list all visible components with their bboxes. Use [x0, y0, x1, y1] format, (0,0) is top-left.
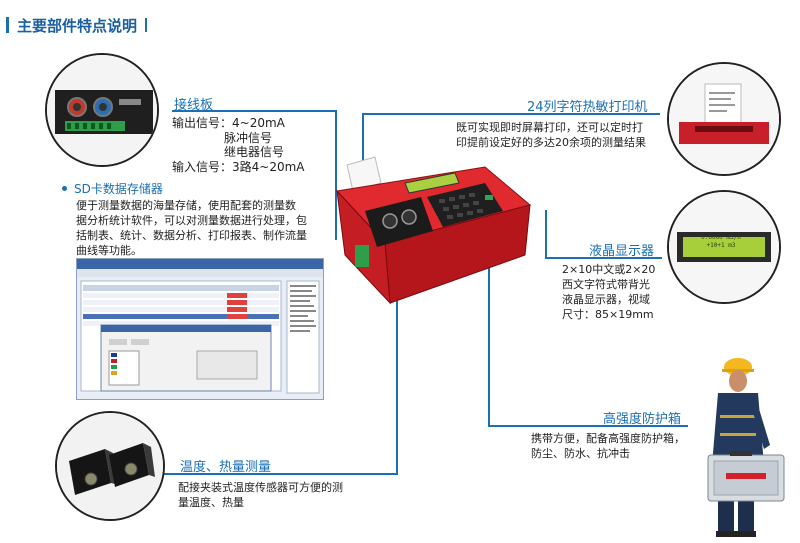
- connector-box-v: [488, 260, 490, 427]
- lcd-desc-line: 液晶显示器，视域: [562, 293, 650, 306]
- connector-lcd-v: [545, 210, 547, 259]
- lcd-screen-line-1: 0.0000 m3/h: [701, 234, 741, 241]
- lcd-desc-line: 西文字符式带背光: [562, 278, 650, 291]
- header-accent-bar-right: [145, 18, 148, 32]
- terminal-output-value-2: 脉冲信号: [224, 131, 273, 145]
- temp-desc-line: 配接夹装式温度传感器可方便的测: [178, 481, 343, 494]
- printer-desc-line: 印提前设定好的多达20余项的测量结果: [456, 136, 646, 149]
- connector-printer-v: [362, 113, 364, 175]
- connector-terminal-h: [172, 110, 337, 112]
- lcd-title: 液晶显示器: [589, 244, 655, 259]
- box-description: 携带方便，配备高强度防护箱， 防尘、防水、抗冲击: [531, 431, 701, 461]
- lcd-description: 2×10中文或2×20 西文字符式带背光 液晶显示器，视域 尺寸：85×19mm: [562, 262, 662, 322]
- flowmeter-device: [335, 155, 535, 305]
- terminal-output-value-1: 4~20mA: [232, 116, 285, 130]
- printer-description: 既可实现即时屏幕打印，还可以定时打 印提前设定好的多达20余项的测量结果: [456, 120, 666, 150]
- sd-desc-line: 曲线等功能。: [76, 244, 142, 257]
- software-screenshot: [76, 258, 324, 400]
- temp-description: 配接夹装式温度传感器可方便的测 量温度、热量: [178, 480, 378, 510]
- terminal-title: 接线板: [174, 98, 214, 113]
- sd-description: 便于测量数据的海量存储，使用配套的测量数 据分析统计软件，可以对测量数据进行处理…: [76, 198, 336, 258]
- terminal-output-value-3: 继电器信号: [224, 145, 285, 159]
- sd-title: SD卡数据存储器: [74, 182, 163, 196]
- page-title: 主要部件特点说明: [17, 16, 138, 35]
- printer-desc-line: 既可实现即时屏幕打印，还可以定时打: [456, 121, 643, 134]
- sd-desc-line: 便于测量数据的海量存储，使用配套的测量数: [76, 199, 296, 212]
- temp-title: 温度、热量测量: [180, 460, 272, 475]
- terminal-output-label: 输出信号：: [172, 116, 233, 130]
- box-title: 高强度防护箱: [603, 412, 682, 427]
- sd-desc-line: 据分析统计软件，可以对测量数据进行处理，包: [76, 214, 307, 227]
- terminal-board-photo: [45, 53, 159, 167]
- terminal-output-row: 输出信号：4~20mA: [172, 116, 285, 131]
- lcd-screen-line-2: +10+1 m3: [706, 242, 736, 249]
- terminal-input-line: 输入信号：3路4~20mA: [172, 160, 305, 174]
- printer-photo: [667, 62, 781, 176]
- connector-lcd-h: [545, 257, 662, 259]
- temp-desc-line: 量温度、热量: [178, 496, 244, 509]
- worker-with-case-photo: [700, 355, 796, 539]
- temperature-sensor-photo: [55, 411, 165, 521]
- box-desc-line: 携带方便，配备高强度防护箱，: [531, 432, 685, 445]
- connector-temp-v: [396, 300, 398, 475]
- lcd-photo: [667, 190, 781, 304]
- connector-printer-h: [362, 113, 660, 115]
- header-accent-bar: [6, 17, 9, 33]
- connector-temp-h: [160, 473, 398, 475]
- lcd-desc-line: 尺寸：85×19mm: [562, 308, 654, 321]
- printer-title: 24列字符热敏打印机: [527, 100, 648, 115]
- connector-box-h: [488, 425, 688, 427]
- lcd-screen-text: 0.0000 m3/h +10+1 m3: [684, 234, 758, 250]
- sd-desc-line: 括制表、统计、数据分析、打印报表、制作流量: [76, 229, 307, 242]
- section-header: 主要部件特点说明: [6, 14, 148, 36]
- box-desc-line: 防尘、防水、抗冲击: [531, 447, 630, 460]
- bullet-dot: [62, 186, 67, 191]
- lcd-desc-line: 2×10中文或2×20: [562, 263, 656, 276]
- connector-terminal-v: [335, 110, 337, 240]
